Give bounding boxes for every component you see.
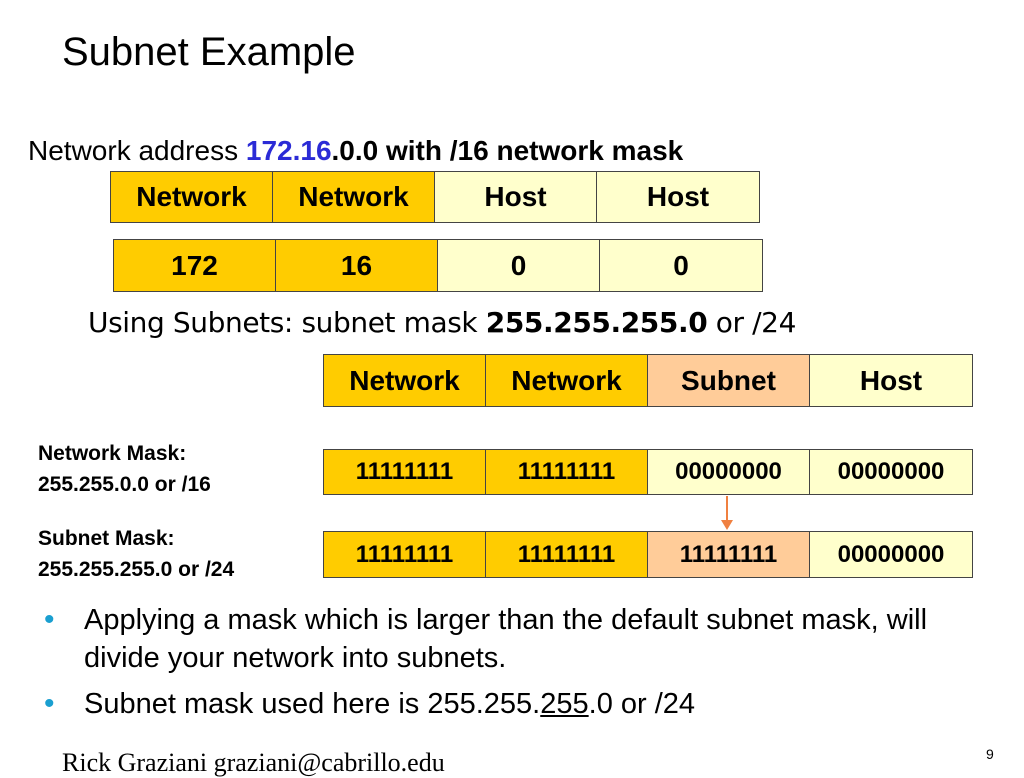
mask-bits: 11111111 — [324, 532, 486, 577]
slide-title: Subnet Example — [62, 30, 356, 74]
subnet-mask-label-line2: 255.255.255.0 or /24 — [38, 558, 235, 581]
octet-label: Subnet — [648, 355, 810, 406]
network-address-line: Network address 172.16.0.0 with /16 netw… — [28, 134, 683, 168]
network-mask-label-line2: 255.255.0.0 or /16 — [38, 473, 211, 496]
bullet-text: Applying a mask which is larger than the… — [84, 604, 928, 674]
bullet-text-post: .0 or /24 — [588, 688, 696, 720]
octet-label: Host — [810, 355, 972, 406]
octet-value: 16 — [276, 240, 438, 291]
bullet-text-pre: Subnet mask used here is 255.255. — [84, 688, 541, 720]
octet-label: Network — [273, 172, 435, 222]
octet-label: Host — [597, 172, 759, 222]
mask-bits: 00000000 — [810, 450, 972, 494]
octet-label: Network — [324, 355, 486, 406]
subnet-line-mask: 255.255.255.0 — [485, 306, 708, 339]
down-arrow-icon — [721, 496, 733, 530]
network-mask-label-line1: Network Mask: — [38, 442, 187, 465]
octet-label: Host — [435, 172, 597, 222]
network-address-rest: 0.0 with /16 network mask — [339, 135, 684, 166]
bullet-dot-icon: • — [44, 603, 55, 636]
bullet-item: • Applying a mask which is larger than t… — [44, 601, 964, 677]
subnet-mask-line: Using Subnets: subnet mask 255.255.255.0… — [88, 306, 796, 340]
mask-bits: 11111111 — [324, 450, 486, 494]
subnet-line-prefix: Using Subnets: subnet mask — [88, 306, 486, 339]
network-mask-bits-row: 11111111 11111111 00000000 00000000 — [323, 449, 973, 495]
octet-label-row-16: Network Network Host Host — [110, 171, 760, 223]
octet-label-row-24: Network Network Subnet Host — [323, 354, 973, 407]
bullet-list: • Applying a mask which is larger than t… — [44, 601, 964, 731]
mask-bits: 11111111 — [486, 532, 648, 577]
bullet-dot-icon: • — [44, 687, 55, 720]
mask-bits: 11111111 — [648, 532, 810, 577]
octet-value: 0 — [600, 240, 762, 291]
mask-bits: 11111111 — [486, 450, 648, 494]
network-address-highlight: 172.16 — [245, 135, 332, 166]
bullet-item: • Subnet mask used here is 255.255.255.0… — [44, 685, 964, 723]
mask-bits: 00000000 — [648, 450, 810, 494]
octet-label: Network — [111, 172, 273, 222]
subnet-mask-bits-row: 11111111 11111111 11111111 00000000 — [323, 531, 973, 578]
mask-bits: 00000000 — [810, 532, 972, 577]
subnet-mask-label: Subnet Mask: 255.255.255.0 or /24 — [38, 523, 234, 585]
footer-author: Rick Graziani graziani@cabrillo.edu — [62, 748, 445, 777]
network-mask-label: Network Mask: 255.255.0.0 or /16 — [38, 438, 211, 500]
network-address-sep: . — [331, 135, 340, 166]
octet-value: 0 — [438, 240, 600, 291]
subnet-mask-label-line1: Subnet Mask: — [38, 527, 175, 550]
bullet-text-underlined: 255 — [540, 688, 589, 720]
octet-value-row-16: 172 16 0 0 — [113, 239, 763, 292]
network-address-prefix: Network address — [28, 135, 246, 166]
subnet-line-suffix: or /24 — [707, 306, 797, 339]
octet-label: Network — [486, 355, 648, 406]
page-number: 9 — [986, 746, 994, 762]
octet-value: 172 — [114, 240, 276, 291]
